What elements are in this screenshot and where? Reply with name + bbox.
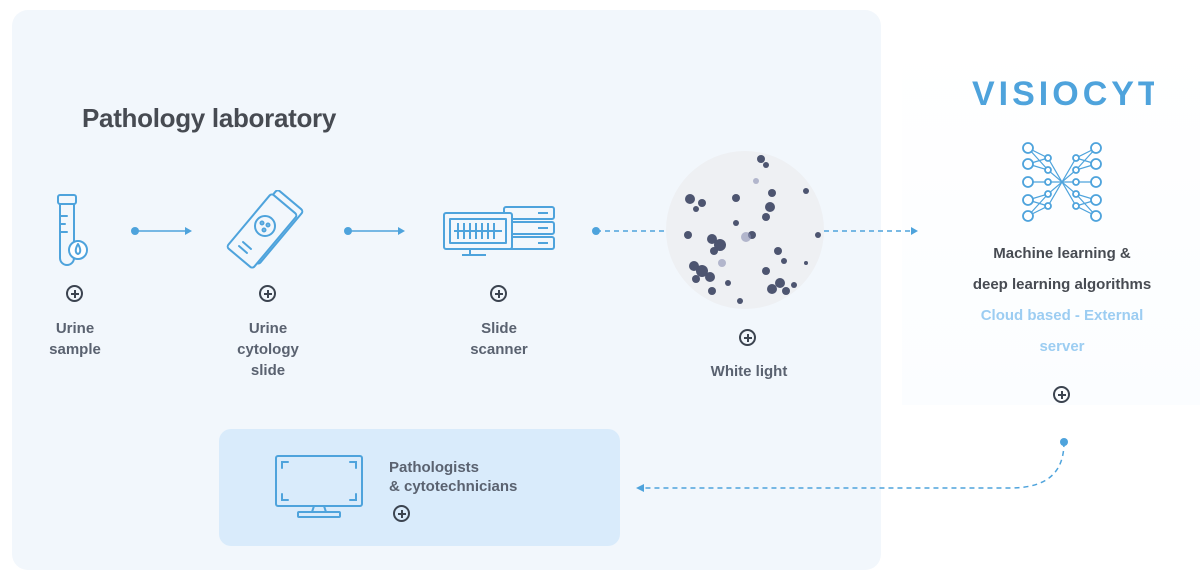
urine-sample-plus-icon[interactable] <box>66 285 83 302</box>
arrow-2 <box>344 227 405 235</box>
pathologists-label: Pathologists& cytotechnicians <box>389 459 518 495</box>
neural-network-icon <box>1022 142 1102 222</box>
slide-scanner-icon <box>443 206 555 256</box>
cytology-slide-plus-icon[interactable] <box>259 285 276 302</box>
cytology-slide-icon <box>226 190 304 269</box>
ml-title: Machine learning &deep learning algorith… <box>972 245 1152 293</box>
visiocyt-logo-text: VISIOCYT <box>972 75 1154 112</box>
step-label-white-light: White light <box>710 363 788 380</box>
slide-scanner-plus-icon[interactable] <box>490 285 507 302</box>
pathologists-plus-icon[interactable] <box>393 505 410 522</box>
monitor-icon <box>275 455 363 518</box>
arrow-1 <box>131 227 192 235</box>
page-title: Pathology laboratory <box>82 103 337 133</box>
white-light-microscopy-image <box>666 151 824 309</box>
dashed-arrow-1 <box>592 227 670 235</box>
white-light-plus-icon[interactable] <box>739 329 756 346</box>
return-dashed-arrow <box>636 438 1068 492</box>
visiocyt-logo: VISIOCYT <box>972 72 1159 121</box>
visiocyt-panel <box>902 40 1200 405</box>
visiocyt-plus-icon[interactable] <box>1053 386 1070 403</box>
dashed-arrow-2 <box>824 227 918 235</box>
test-tube-icon <box>57 194 88 266</box>
pathologists-box <box>219 429 620 546</box>
